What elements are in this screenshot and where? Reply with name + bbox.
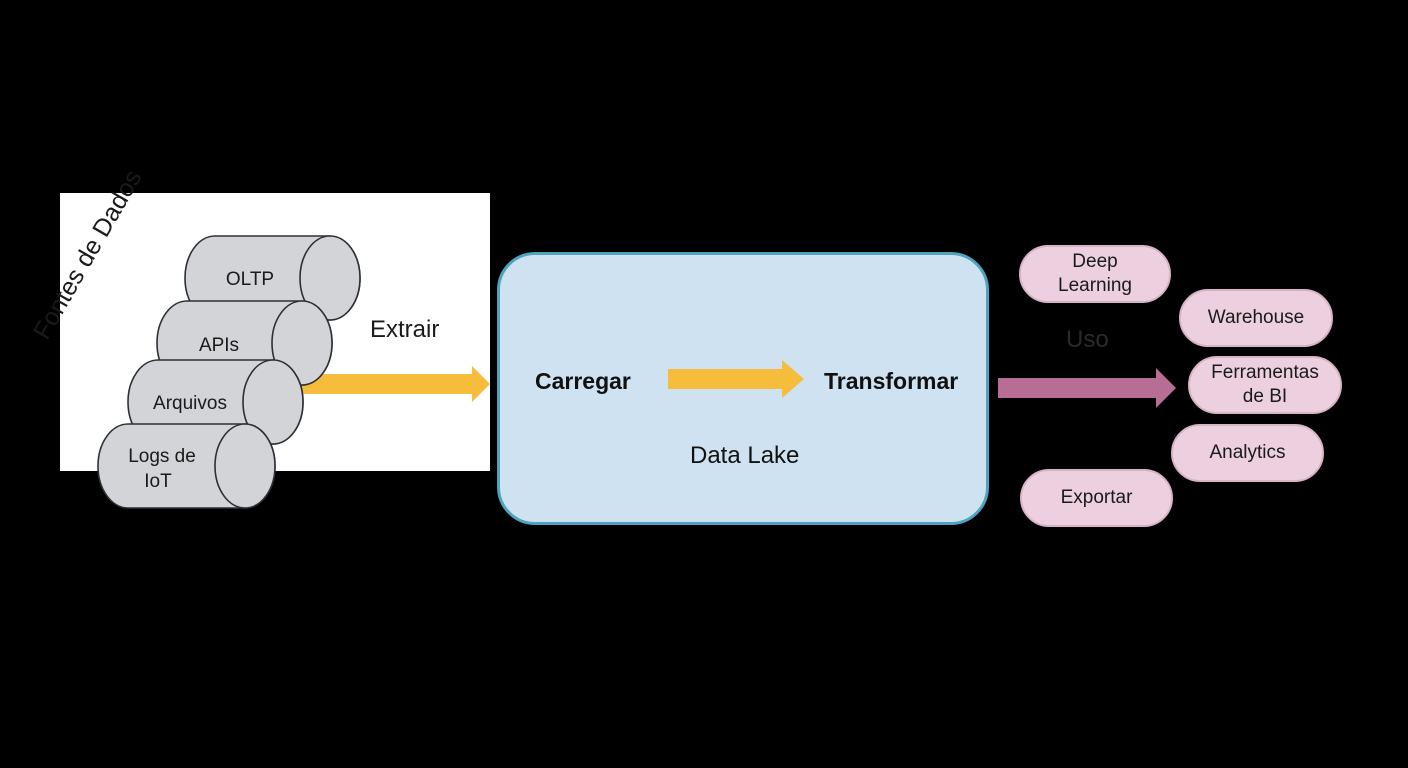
data-lake-label: Data Lake [690, 442, 800, 469]
use-label: Uso [1066, 326, 1109, 353]
cylinder-oltp: OLTP [184, 235, 361, 321]
load-transform-arrow [668, 360, 804, 398]
cylinder-label-logs-iot-line1: Logs de [128, 446, 196, 467]
cylinder-label-apis: APIs [199, 335, 239, 356]
consumer-warehouse: Warehouse [1179, 289, 1333, 347]
extract-label: Extrair [370, 316, 440, 343]
consumer-deep-learning: Deep Learning [1019, 245, 1171, 303]
cylinder-arquivos: Arquivos [127, 359, 304, 445]
cylinder-label-logs-iot-line2: IoT [144, 471, 172, 492]
load-label: Carregar [535, 368, 631, 394]
cylinder-logs-iot: Logs de IoT [97, 423, 276, 509]
use-arrow [998, 368, 1176, 408]
consumer-bi-tools: Ferramentas de BI [1188, 356, 1342, 414]
consumer-analytics: Analytics [1171, 424, 1324, 482]
cylinder-label-arquivos: Arquivos [153, 393, 227, 414]
cylinder-label-oltp: OLTP [226, 269, 274, 290]
consumer-export: Exportar [1020, 469, 1173, 527]
extract-arrow [290, 366, 490, 402]
transform-label: Transformar [824, 368, 959, 394]
